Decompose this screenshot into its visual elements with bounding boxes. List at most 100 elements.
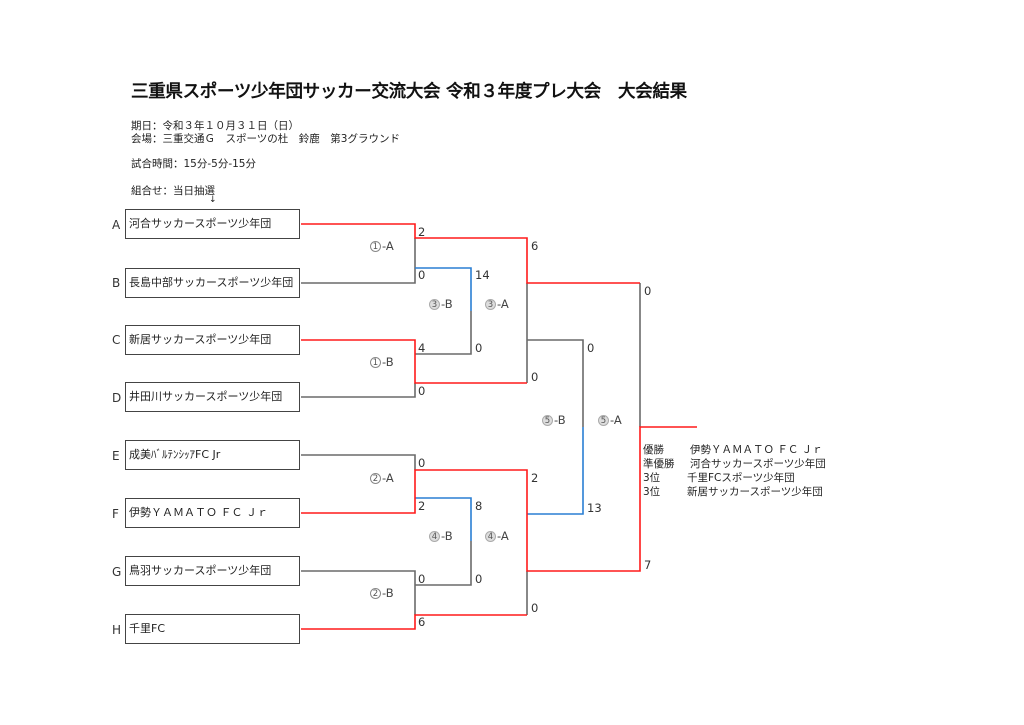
event-date: 期日：令和３年１０月３１日（日）	[131, 120, 299, 132]
line-e	[301, 454, 416, 470]
team-box-f: 伊勢ＹＡＭＡＴＯ ＦＣ Ｊｒ	[125, 498, 300, 528]
line-f	[301, 426, 697, 572]
score-5b-bottom: 13	[587, 501, 602, 515]
score-5b-top: 0	[587, 341, 595, 355]
match-number-badge: 3	[485, 299, 496, 310]
score-1b-c: 4	[418, 341, 426, 355]
score-3a-bottom: 0	[531, 370, 539, 384]
match-label-2a: 2-A	[370, 471, 394, 485]
label-text: -B	[441, 297, 453, 311]
match-label-3a: 3-A	[485, 297, 509, 311]
team-box-b: 長島中部サッカースポーツ少年団	[125, 268, 300, 298]
seed-label-a: A	[112, 218, 121, 232]
team-box-h: 千里FC	[125, 614, 300, 644]
score-4a-bottom: 0	[531, 601, 539, 615]
score-4a-top: 2	[531, 471, 539, 485]
label-text: 準優勝	[643, 458, 675, 470]
label-text: 新居サッカースポーツ少年団	[687, 486, 823, 498]
label-text: 3位	[643, 472, 661, 484]
match-label-1b: 1-B	[370, 355, 394, 369]
result-row-runner-up: 準優勝 河合サッカースポーツ少年団	[643, 457, 826, 471]
label-text: -B	[441, 529, 453, 543]
score-1b-d: 0	[418, 384, 426, 398]
score-4b-bottom: 0	[475, 572, 483, 586]
match-number-badge: 2	[370, 473, 381, 484]
line-b	[301, 238, 416, 284]
line-3b-low	[415, 311, 472, 355]
result-row-third-1: 3位 千里FCスポーツ少年団	[643, 471, 826, 485]
team-box-a: 河合サッカースポーツ少年団	[125, 209, 300, 239]
match-label-4b: 4-B	[429, 529, 453, 543]
label-text: 優勝	[643, 444, 664, 456]
team-box-c: 新居サッカースポーツ少年団	[125, 325, 300, 355]
label-text: 千里FCスポーツ少年団	[687, 472, 795, 484]
line-a	[301, 223, 640, 284]
line-g	[301, 570, 416, 615]
label-text: -A	[382, 239, 394, 253]
score-4b-top: 8	[475, 499, 483, 513]
bracket-red-lines	[301, 223, 697, 630]
score-2b-g: 0	[418, 572, 426, 586]
match-number-badge: 3	[429, 299, 440, 310]
final-results: 優勝 伊勢ＹＡＭＡＴＯ ＦＣ Ｊｒ 準優勝 河合サッカースポーツ少年団 3位 千里FC…	[643, 443, 826, 499]
match-label-2b: 2-B	[370, 586, 394, 600]
line-4b-win	[415, 497, 472, 541]
match-time: 試合時間：15分-5分-15分	[131, 158, 256, 170]
down-arrow-icon: ↓	[209, 195, 217, 205]
label-text: -B	[554, 413, 566, 427]
label-text: 河合サッカースポーツ少年団	[690, 458, 826, 470]
match-label-3b: 3-B	[429, 297, 453, 311]
bracket-gray-lines	[301, 238, 641, 615]
label-text: -A	[382, 471, 394, 485]
line-d	[301, 383, 416, 398]
match-label-5a: 5-A	[598, 413, 622, 427]
result-row-third-2: 3位 新居サッカースポーツ少年団	[643, 485, 826, 499]
team-box-d: 井田川サッカースポーツ少年団	[125, 382, 300, 412]
team-box-g: 鳥羽サッカースポーツ少年団	[125, 556, 300, 586]
match-number-badge: 4	[429, 531, 440, 542]
match-number-badge: 2	[370, 588, 381, 599]
match-label-5b: 5-B	[542, 413, 566, 427]
label-text: -A	[497, 529, 509, 543]
label-text: -B	[382, 586, 394, 600]
score-3b-bottom: 0	[475, 341, 483, 355]
line-5b-top	[527, 339, 584, 427]
seed-label-b: B	[112, 276, 121, 290]
seed-label-f: F	[112, 507, 119, 521]
line-5b-win	[527, 427, 584, 515]
score-1a-a: 2	[418, 225, 426, 239]
score-5a-top: 0	[644, 284, 652, 298]
seed-label-c: C	[112, 333, 121, 347]
score-3a-top: 6	[531, 239, 539, 253]
label-text: -A	[497, 297, 509, 311]
label-text: 伊勢ＹＡＭＡＴＯ ＦＣ Ｊｒ	[690, 444, 823, 456]
draw-method: 組合せ：当日抽選	[131, 185, 215, 197]
match-number-badge: 1	[370, 241, 381, 252]
bracket-blue-lines	[415, 267, 584, 541]
score-5a-bottom: 7	[644, 558, 652, 572]
score-2a-e: 0	[418, 456, 426, 470]
line-3b-win	[415, 267, 472, 311]
match-label-1a: 1-A	[370, 239, 394, 253]
score-2a-f: 2	[418, 499, 426, 513]
match-label-4a: 4-A	[485, 529, 509, 543]
seed-label-h: H	[112, 623, 122, 637]
score-3b-top: 14	[475, 268, 490, 282]
seed-label-e: E	[112, 449, 120, 463]
match-number-badge: 1	[370, 357, 381, 368]
match-number-badge: 5	[598, 415, 609, 426]
line-4b-low	[415, 541, 472, 586]
event-venue: 会場：三重交通Ｇ スポーツの杜 鈴鹿 第3グラウンド	[131, 133, 400, 145]
match-number-badge: 5	[542, 415, 553, 426]
line-c	[301, 339, 527, 384]
result-row-champion: 優勝 伊勢ＹＡＭＡＴＯ ＦＣ Ｊｒ	[643, 443, 826, 457]
label-text: -A	[610, 413, 622, 427]
page-title: 三重県スポーツ少年団サッカー交流大会 令和３年度プレ大会 大会結果	[131, 82, 687, 102]
label-text: 3位	[643, 486, 661, 498]
seed-label-d: D	[112, 391, 122, 405]
score-1a-b: 0	[418, 268, 426, 282]
match-number-badge: 4	[485, 531, 496, 542]
line-h	[301, 614, 527, 630]
label-text: -B	[382, 355, 394, 369]
